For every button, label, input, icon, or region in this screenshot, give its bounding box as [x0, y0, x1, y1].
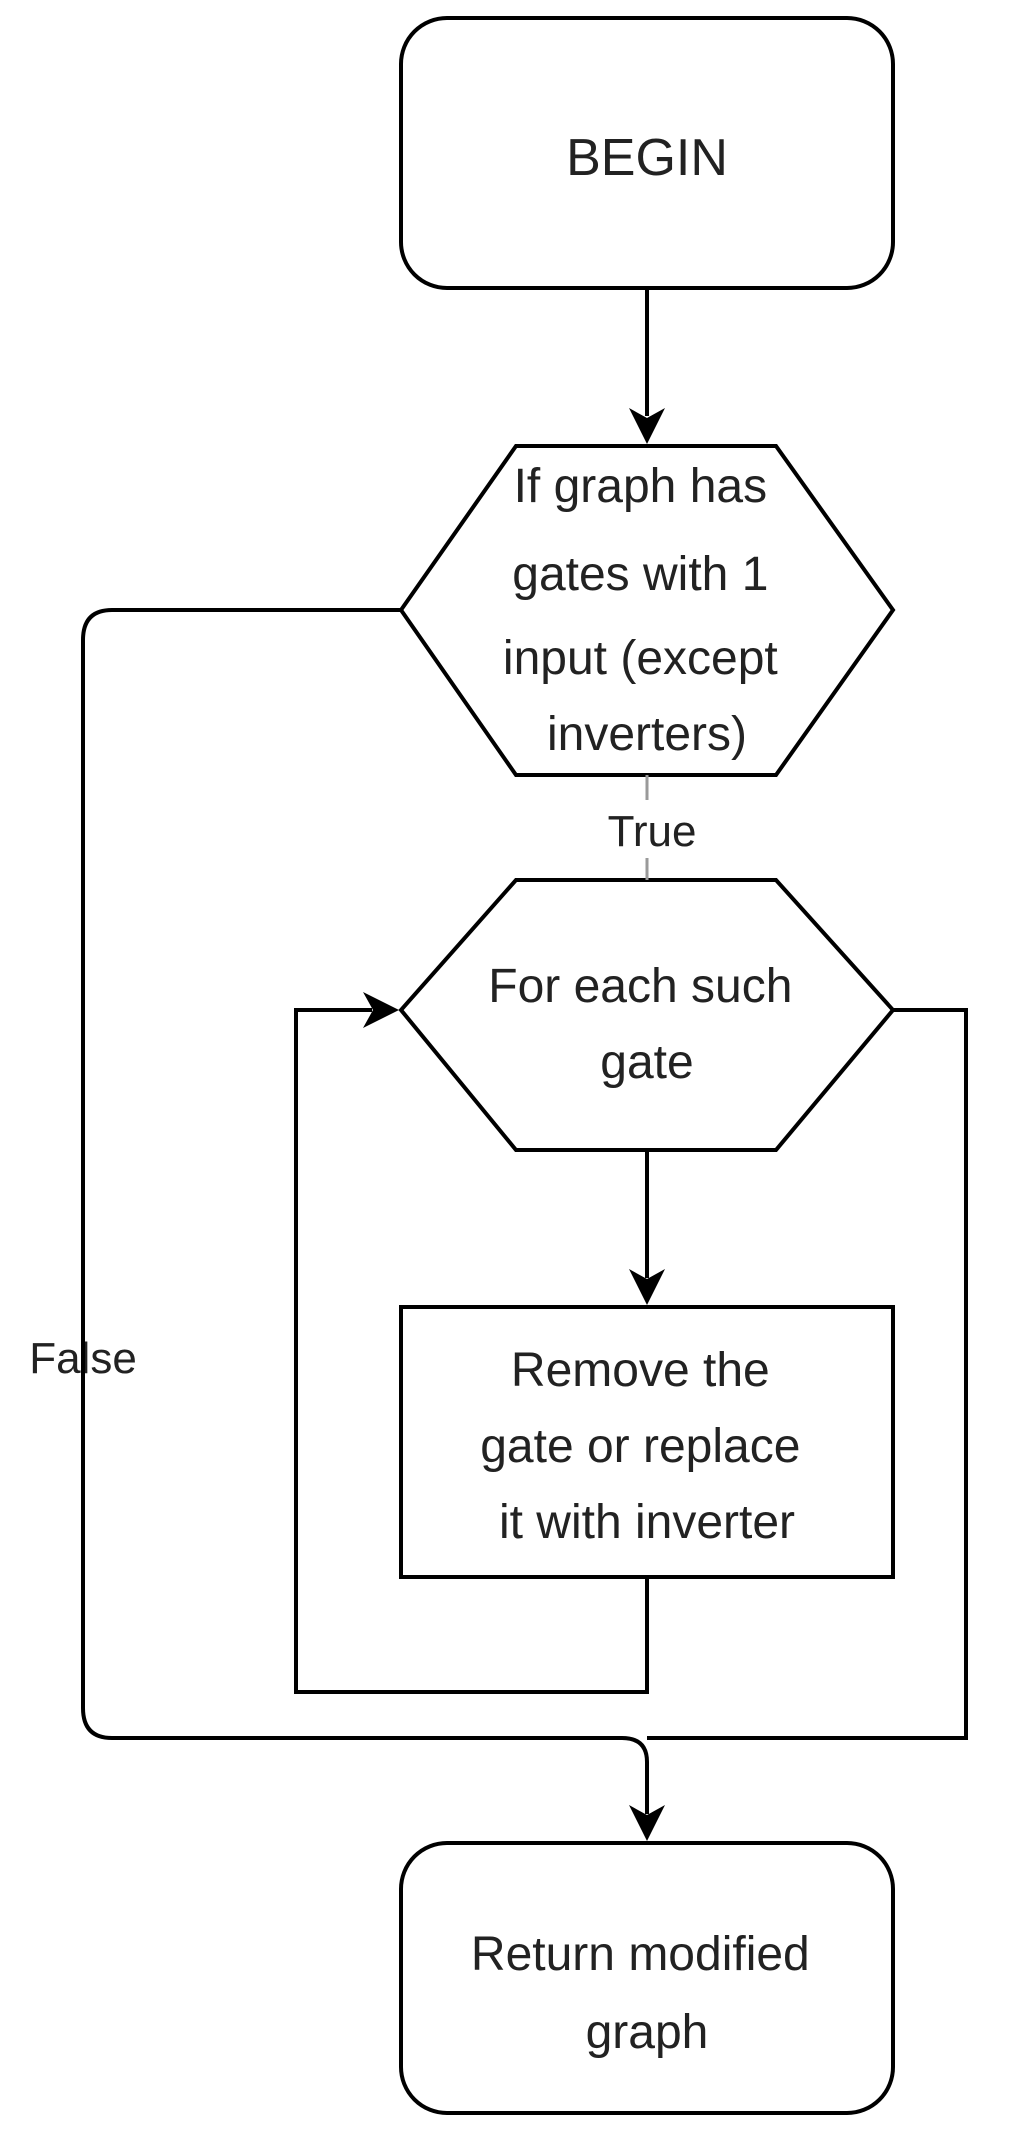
condition-text-line-3: input (except: [503, 632, 778, 685]
edge-loop-exit-to-end: [647, 1008, 968, 1740]
arrowhead-icon: [629, 1269, 665, 1305]
begin-node: BEGIN: [399, 16, 895, 290]
end-text-line-1: Return modified: [471, 1928, 810, 1981]
condition-node: If graph has gates with 1 input (except …: [398, 444, 896, 777]
end-text-line-2: graph: [586, 2006, 709, 2059]
loop-text-line-1: For each such: [488, 960, 792, 1013]
svg-text:Remove the gate or repla: Remove the gate or replace it with inver…: [480, 1344, 814, 1549]
edge-loop-to-action: [629, 1150, 665, 1305]
condition-text-line-4: inverters): [547, 708, 747, 761]
svg-text:For each such gate: For each such gate: [488, 960, 806, 1089]
action-node: Remove the gate or replace it with inver…: [399, 1305, 895, 1579]
begin-text-line: BEGIN: [566, 129, 728, 187]
edge-begin-to-condition: [629, 288, 665, 444]
svg-text:If graph has gates with: If graph has gates with 1 input (except …: [503, 460, 791, 761]
arrowhead-icon: [629, 408, 665, 444]
svg-text:Return modified graph: Return modified graph: [471, 1928, 823, 2059]
edge-action-loopback: [294, 992, 649, 1694]
action-text-line-1: Remove the: [511, 1344, 770, 1397]
condition-text-line-1: If graph has: [514, 460, 768, 513]
condition-text-line-2: gates with 1: [512, 548, 768, 601]
action-text-line-3: it with inverter: [499, 1496, 795, 1549]
end-node: Return modified graph: [399, 1841, 895, 2115]
true-edge-label: True: [608, 807, 697, 856]
loop-text-line-2: gate: [600, 1036, 693, 1089]
action-text-line-2: gate or replace: [480, 1420, 800, 1473]
arrowhead-icon: [629, 1805, 665, 1841]
loop-node: For each such gate: [398, 878, 896, 1152]
edge-condition-false-to-end: [81, 608, 665, 1841]
svg-text:BEGIN: BEGIN: [566, 129, 728, 187]
arrowhead-icon: [363, 992, 399, 1028]
